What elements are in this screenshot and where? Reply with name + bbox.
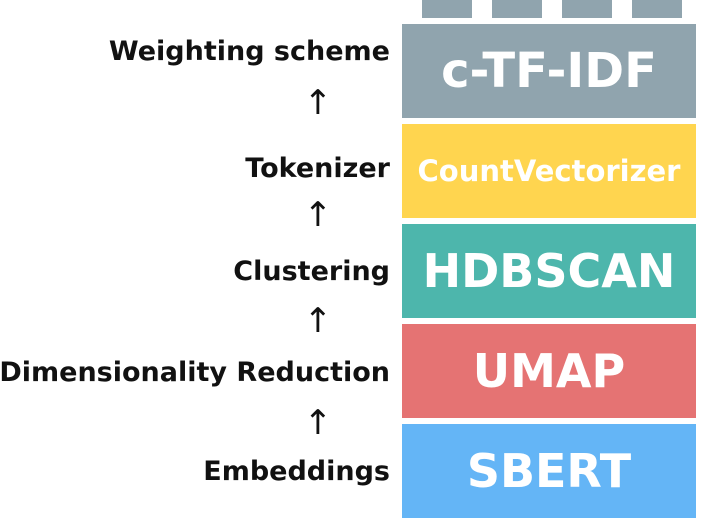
up-arrow-icon: ↑ [303, 301, 333, 341]
block-hdbscan: HDBSCAN [402, 224, 696, 318]
block-countvectorizer-label: CountVectorizer [417, 154, 681, 188]
up-arrow-icon: ↑ [303, 195, 333, 235]
block-hdbscan-label: HDBSCAN [422, 244, 676, 298]
block-c-tf-idf-label: c-TF-IDF [441, 43, 657, 99]
stack-tab [632, 0, 682, 18]
stack-tab [562, 0, 612, 18]
label-embeddings: Embeddings [203, 456, 390, 487]
block-countvectorizer: CountVectorizer [402, 124, 696, 218]
block-c-tf-idf: c-TF-IDF [402, 24, 696, 118]
stack-tab [492, 0, 542, 18]
label-clustering: Clustering [233, 256, 390, 287]
label-weighting-scheme: Weighting scheme [108, 36, 390, 67]
block-umap-label: UMAP [472, 344, 626, 398]
label-dimensionality-reduction: Dimensionality Reduction [0, 357, 390, 388]
up-arrow-icon: ↑ [303, 83, 333, 123]
stack-tab [422, 0, 472, 18]
block-umap: UMAP [402, 324, 696, 418]
block-sbert-label: SBERT [466, 444, 632, 498]
block-sbert: SBERT [402, 424, 696, 518]
label-tokenizer: Tokenizer [245, 153, 390, 184]
up-arrow-icon: ↑ [303, 403, 333, 443]
